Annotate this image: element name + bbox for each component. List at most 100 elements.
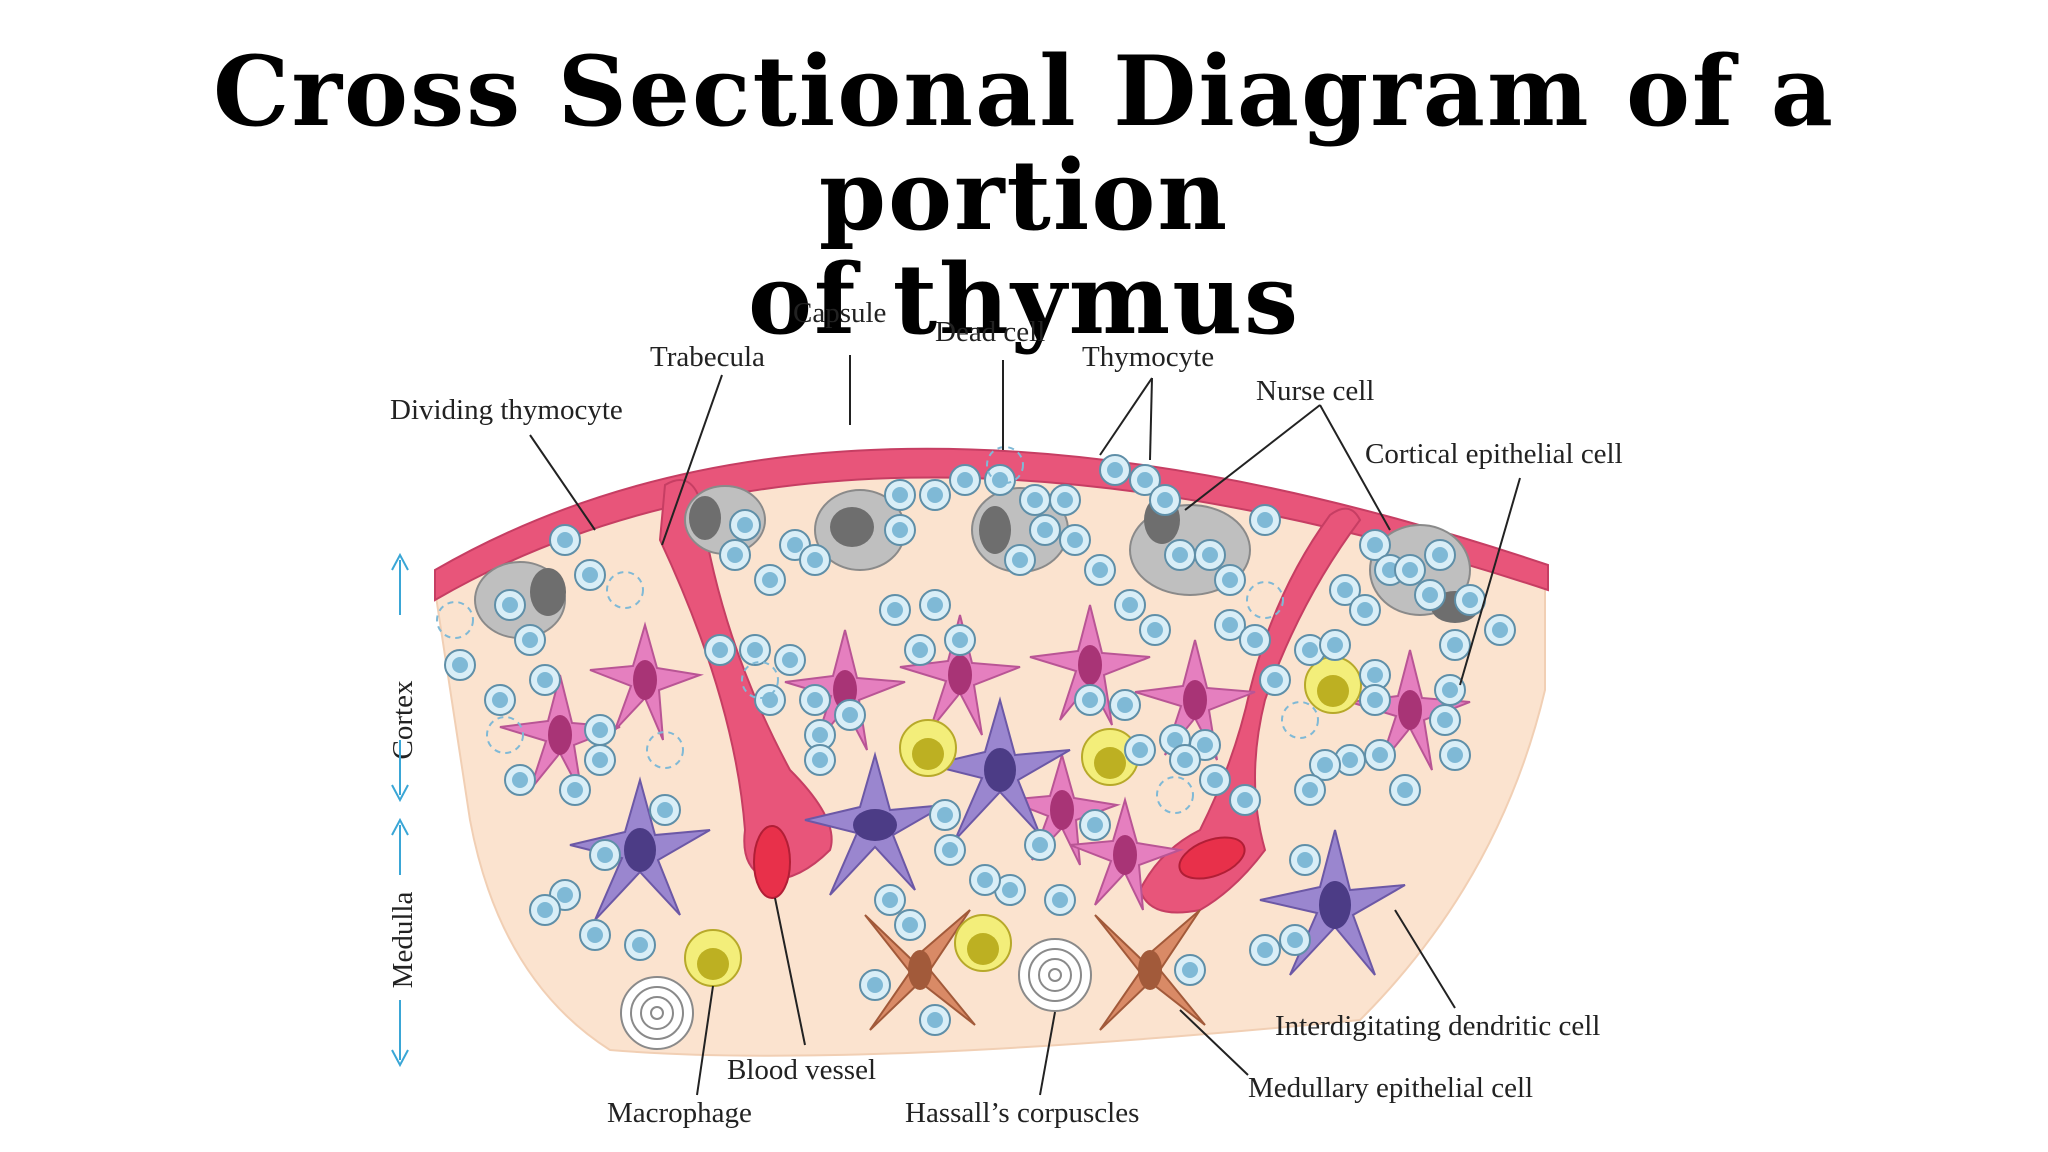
leader-nurse-b [1319, 404, 1391, 531]
thymocyte-nucleus [887, 602, 903, 618]
label-trabecula: Trabecula [650, 341, 765, 373]
macrophage-nucleus [697, 948, 729, 980]
dead-cells [436, 446, 1319, 814]
thymocyte-nucleus [812, 727, 828, 743]
thymocyte-nucleus [1422, 587, 1438, 603]
thymocyte-nucleus [882, 892, 898, 908]
thymocyte-nucleus [537, 672, 553, 688]
thymocyte-nucleus [1052, 892, 1068, 908]
cortical-epithelial-cells [499, 604, 1471, 911]
thymocyte-nucleus [727, 547, 743, 563]
leader-medullary [1179, 1009, 1249, 1076]
leader-thymocyte-b [1149, 377, 1153, 461]
thymocyte-nucleus [1122, 597, 1138, 613]
thymocyte-nucleus [1447, 637, 1463, 653]
thymocyte-nucleus [1197, 737, 1213, 753]
thymocyte-nucleus [592, 752, 608, 768]
thymocyte-nucleus [1357, 602, 1373, 618]
thymocyte-nucleus [522, 632, 538, 648]
dead-cell [646, 731, 684, 769]
cortical-epithelial-cell [589, 621, 704, 741]
thymocyte-nucleus [737, 517, 753, 533]
thymocyte-nucleus [1337, 582, 1353, 598]
thymocyte-nucleus [1057, 492, 1073, 508]
thymocyte-nucleus [1342, 752, 1358, 768]
label-medullary-epithelial-cell: Medullary epithelial cell [1248, 1072, 1533, 1104]
thymocyte-nucleus [1147, 622, 1163, 638]
thymocyte-nucleus [567, 782, 583, 798]
thymocyte-nucleus [957, 472, 973, 488]
thymocyte-nucleus [452, 657, 468, 673]
medullary-epithelial-cell [864, 909, 976, 1031]
label-nurse-cell: Nurse cell [1256, 375, 1374, 407]
dead-cell [741, 661, 779, 699]
thymocyte-nucleus [1182, 962, 1198, 978]
nurse-cell-nucleus [830, 507, 874, 547]
labels: Capsule Dead cell Trabecula Thymocyte Nu… [390, 297, 1623, 1129]
dead-cell [1246, 581, 1284, 619]
blood-vessel-right [1178, 836, 1246, 880]
macrophage-nucleus [1317, 675, 1349, 707]
macrophages [684, 656, 1362, 987]
dead-cell [1281, 701, 1319, 739]
leader-blood-vessel [774, 897, 806, 1046]
leader-trabecula [661, 374, 723, 546]
thymocyte-nucleus [1432, 547, 1448, 563]
thymocyte-nucleus [587, 927, 603, 943]
thymocyte-nucleus [1027, 492, 1043, 508]
label-thymocyte: Thymocyte [1082, 341, 1214, 373]
thymocyte-nucleus [992, 472, 1008, 488]
nurse-cell-nucleus [689, 496, 721, 540]
thymocyte-nucleus [1247, 632, 1263, 648]
thymocyte-nucleus [892, 487, 908, 503]
medullary-epithelial-cell [1094, 909, 1206, 1031]
thymocyte-nucleus [1177, 752, 1193, 768]
thymocyte-nucleus [1267, 672, 1283, 688]
thymocyte-nucleus [1037, 522, 1053, 538]
thymocyte-nucleus [1367, 537, 1383, 553]
thymocyte-nucleus [892, 522, 908, 538]
thymocyte-nucleus [812, 752, 828, 768]
macrophage-nucleus [1094, 747, 1126, 779]
thymocyte-nucleus [1302, 642, 1318, 658]
thymocyte-nucleus [1012, 552, 1028, 568]
label-dividing-thymocyte: Dividing thymocyte [390, 394, 623, 426]
thymocyte-nucleus [1447, 747, 1463, 763]
nurse-cell-nucleus [530, 568, 566, 616]
dendritic-cells [569, 696, 1406, 976]
thymocyte-nucleus [937, 807, 953, 823]
thymocyte-nucleus [762, 572, 778, 588]
thymocyte-nucleus [1092, 562, 1108, 578]
thymocyte-nucleus [657, 802, 673, 818]
thymocyte-nucleus [787, 537, 803, 553]
thymocyte-nucleus [1107, 462, 1123, 478]
thymocyte-nucleus [1297, 852, 1313, 868]
hassalls-corpuscles [620, 938, 1092, 1050]
thymocyte-nucleus [1462, 592, 1478, 608]
thymocyte-nucleus [782, 652, 798, 668]
thymocyte-nucleus [942, 842, 958, 858]
thymocyte-nucleus [747, 642, 763, 658]
thymocyte-nucleus [597, 847, 613, 863]
thymocyte-nucleus [902, 917, 918, 933]
thymocyte-nucleus [1287, 932, 1303, 948]
thymocyte-nucleus [1237, 792, 1253, 808]
thymocyte-nucleus [1172, 547, 1188, 563]
page-title: Cross Sectional Diagram of a portion of … [0, 40, 2048, 352]
thymocyte-nucleus [1067, 532, 1083, 548]
thymocyte-nucleus [592, 722, 608, 738]
dead-cell [1156, 776, 1194, 814]
label-cortical-epithelial-cell: Cortical epithelial cell [1365, 438, 1623, 470]
macrophage-nucleus [912, 738, 944, 770]
dead-cell [986, 446, 1024, 484]
thymocyte-nucleus [1137, 472, 1153, 488]
thymocyte-nucleus [1367, 692, 1383, 708]
thymocyte-nucleus [1327, 637, 1343, 653]
thymocyte-nucleus [512, 772, 528, 788]
thymocyte-nucleus [762, 692, 778, 708]
medullary-epithelial-cells [864, 909, 1206, 1031]
dendritic-cell [804, 751, 946, 896]
hassalls-corpuscle [1018, 938, 1092, 1012]
thymocyte-nucleus [952, 632, 968, 648]
thymocyte-nucleus [927, 597, 943, 613]
